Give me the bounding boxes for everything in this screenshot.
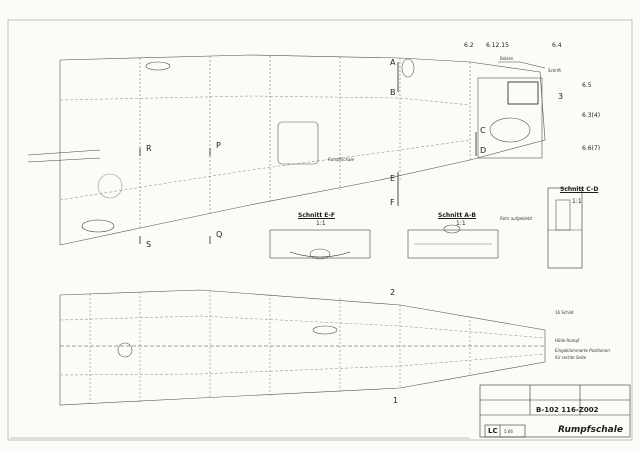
section-cuts bbox=[139, 62, 477, 244]
note-eingeklammert-2: für rechte Seite bbox=[555, 355, 587, 360]
marker-a: A bbox=[390, 58, 396, 67]
section-ef-scale: 1:1 bbox=[316, 220, 326, 227]
upper-shell-frames bbox=[139, 56, 471, 228]
part-ref-6-4: 6.4 bbox=[552, 42, 562, 49]
position-3: 3 bbox=[558, 92, 564, 101]
section-ef-title: Schnitt E-F bbox=[298, 212, 335, 219]
drawing-number: B-102 116-Z002 bbox=[536, 406, 599, 414]
marker-e: E bbox=[390, 174, 396, 183]
marker-f: F bbox=[390, 198, 395, 207]
marker-c: C bbox=[480, 126, 486, 135]
part-ref-6-5: 6.5 bbox=[582, 82, 592, 89]
note-small-2: Schrift bbox=[548, 68, 561, 73]
lower-shell-outline bbox=[59, 289, 546, 406]
title-block bbox=[479, 384, 631, 438]
section-ab-scale: 1:1 bbox=[456, 220, 466, 227]
note-small-4: 16 Schild bbox=[555, 310, 574, 315]
section-ab-title: Schnitt A-B bbox=[438, 212, 477, 219]
note-rohr-aufgeklebt: Rohr aufgeklebt bbox=[500, 216, 533, 221]
note-small-3: Hölle Rumpf bbox=[555, 338, 580, 343]
sheet-sub: 5.66 bbox=[504, 429, 513, 434]
note-eingeklammert-1: Eingeklammerte Positionen bbox=[555, 348, 610, 353]
marker-b: B bbox=[390, 88, 396, 97]
section-cd-scale: 1:1 bbox=[572, 198, 582, 205]
part-ref-6-6-7: 6.6(7) bbox=[582, 145, 601, 152]
lower-shell-cutouts bbox=[117, 325, 338, 358]
marker-r: R bbox=[146, 144, 152, 153]
part-ref-6-3-4: 6.3(4) bbox=[582, 112, 601, 119]
marker-d: D bbox=[480, 146, 487, 155]
part-ref-6-12-15: 6.12.15 bbox=[486, 42, 509, 49]
position-2: 2 bbox=[390, 288, 396, 297]
note-small-1: Bolzen bbox=[500, 56, 514, 61]
section-ab-detail bbox=[407, 224, 499, 259]
lower-shell-frames bbox=[89, 291, 471, 404]
section-cd-title: Schnitt C-D bbox=[560, 186, 599, 193]
part-ref-6-2: 6.2 bbox=[464, 42, 474, 49]
sheet-code: LC bbox=[488, 427, 498, 435]
marker-p: P bbox=[216, 141, 221, 150]
tail-fitting bbox=[477, 61, 546, 159]
position-1: 1 bbox=[393, 396, 399, 405]
sheet-border bbox=[7, 19, 633, 441]
drawing-title: Rumpfschale bbox=[558, 425, 623, 435]
section-ef-detail bbox=[269, 229, 371, 260]
section-cd-detail bbox=[547, 187, 583, 269]
note-rumpfschale: Rumpfschale bbox=[328, 157, 354, 162]
upper-shell-cutouts bbox=[81, 58, 531, 233]
marker-s: S bbox=[146, 240, 152, 249]
upper-shell-outline bbox=[27, 54, 546, 246]
marker-q: Q bbox=[216, 230, 223, 239]
